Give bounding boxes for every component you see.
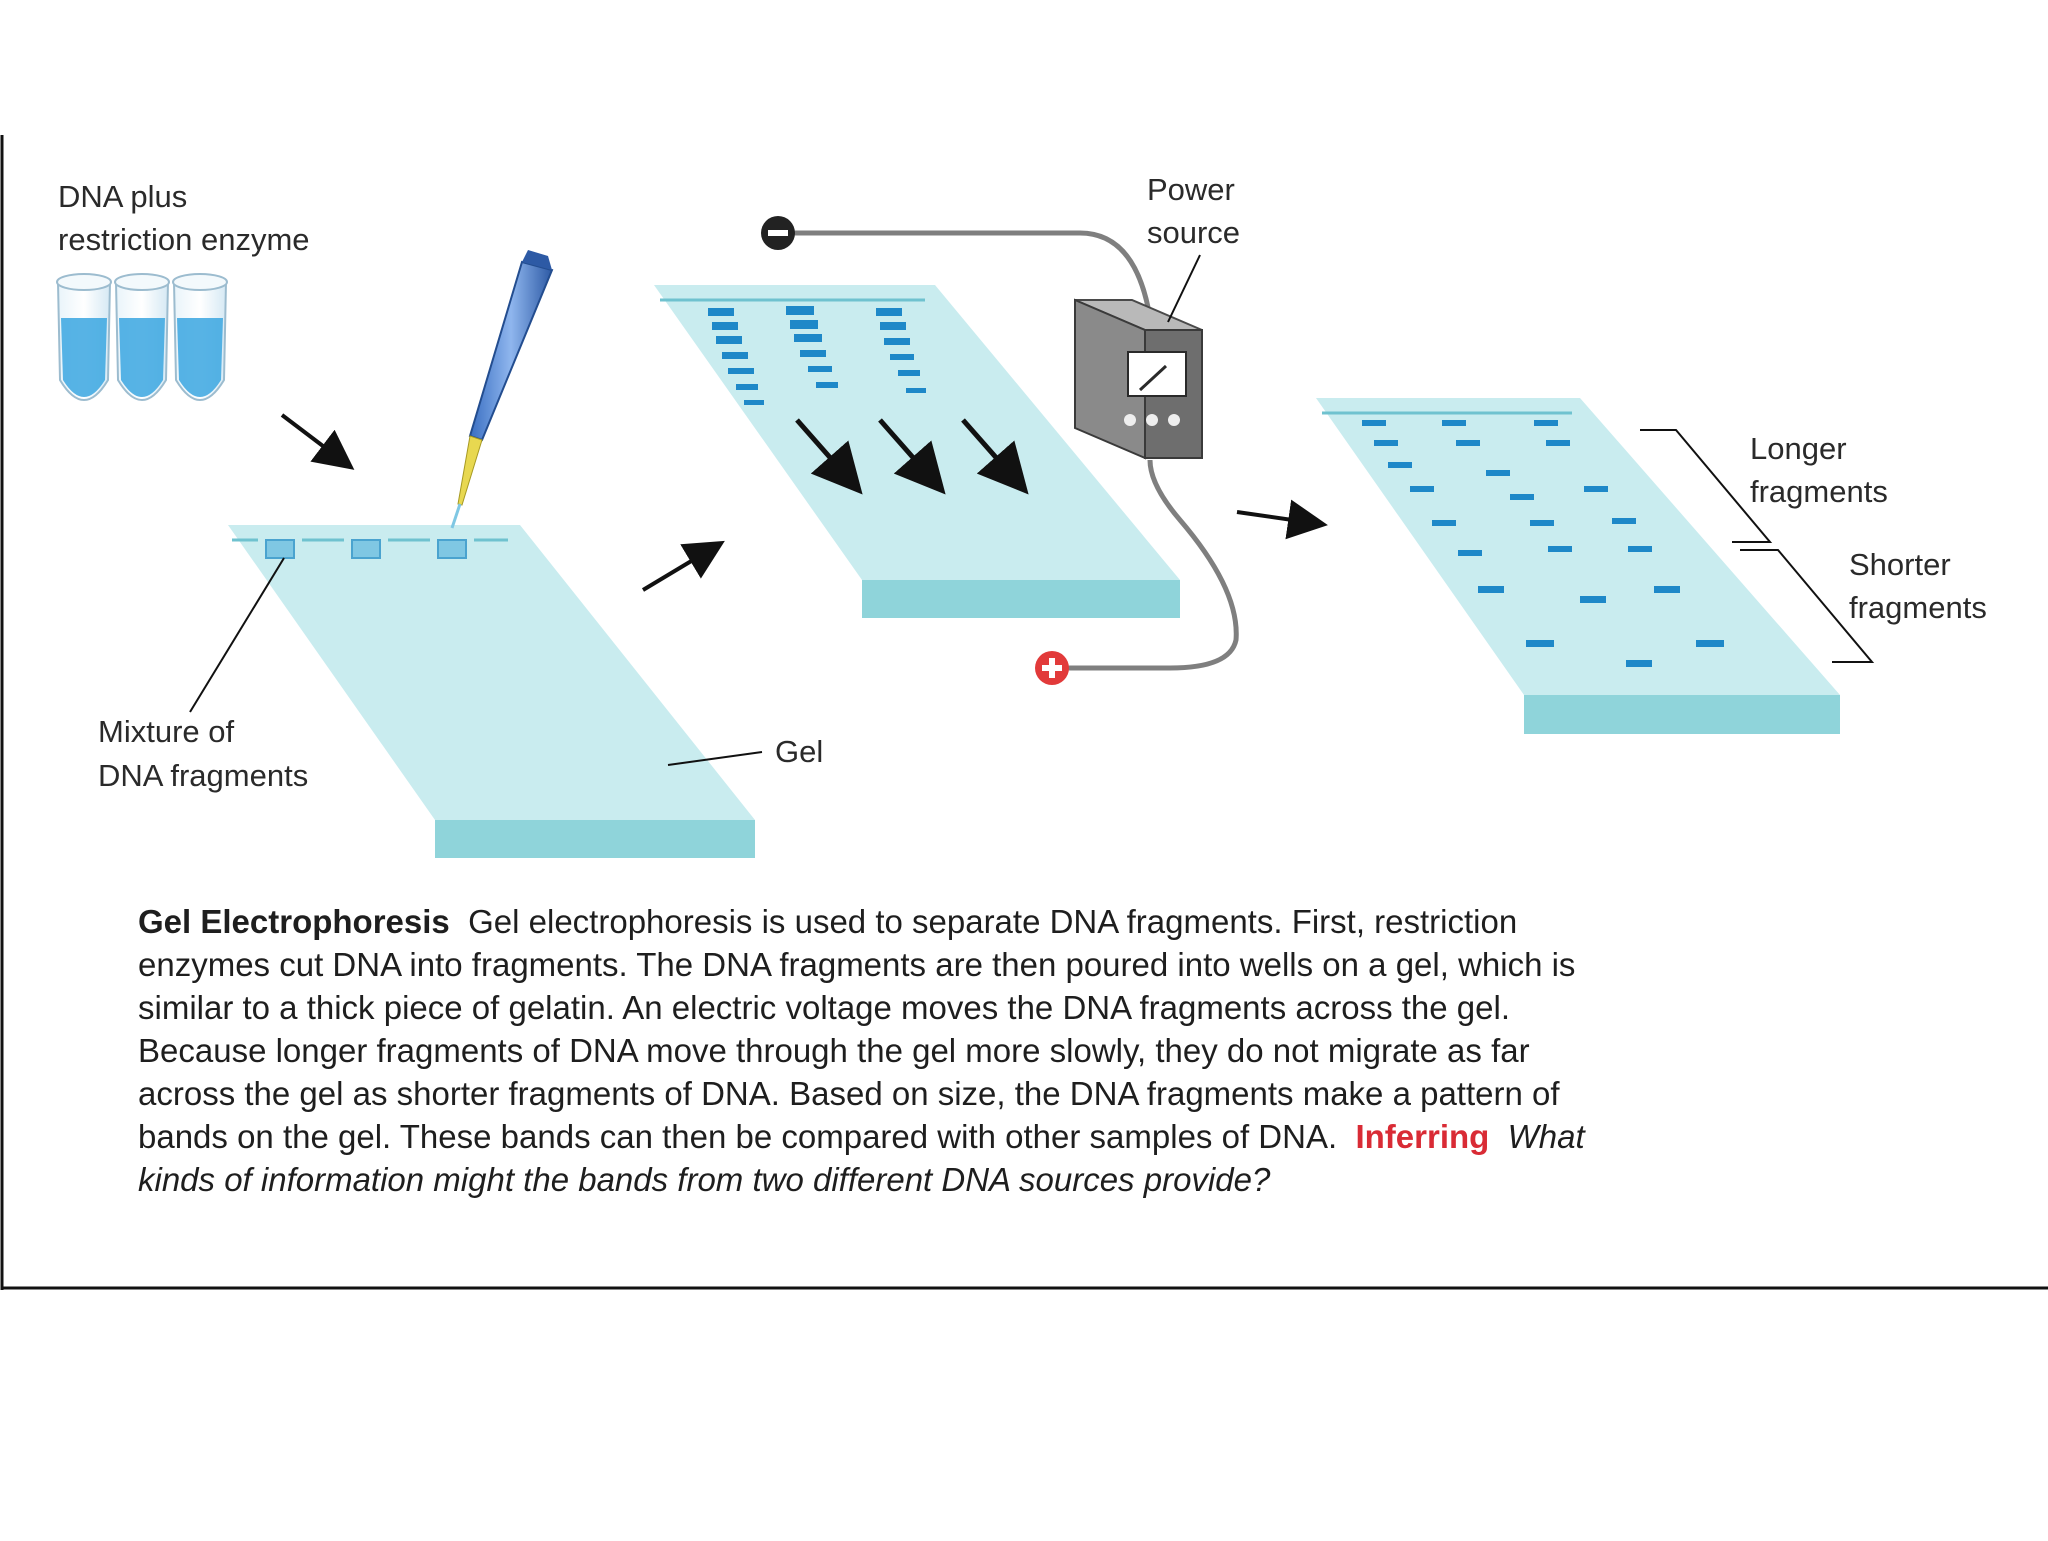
gel-well	[265, 539, 295, 559]
label-longer-line1: Longer	[1750, 431, 1847, 466]
label-mixture-line1: Mixture of	[98, 714, 234, 749]
negative-terminal	[761, 216, 795, 250]
positive-terminal	[1035, 651, 1069, 685]
test-tube	[172, 273, 228, 401]
bracket-shorter	[1740, 549, 1875, 663]
stage2-bands	[708, 306, 926, 405]
figure-caption: Gel Electrophoresis Gel electrophoresis …	[138, 900, 1598, 1201]
loading-gel	[228, 525, 755, 858]
caption-body: Gel electrophoresis is used to separate …	[138, 903, 1576, 1155]
label-dna-plus-line2: restriction enzyme	[58, 222, 310, 257]
gel-well	[351, 539, 381, 559]
wire-positive	[1052, 459, 1239, 671]
label-mixture-line2: DNA fragments	[98, 758, 308, 793]
test-tube	[56, 273, 112, 401]
leader-power	[1167, 254, 1201, 323]
running-gel	[654, 285, 1180, 618]
power-source-box	[1074, 298, 1203, 460]
caption-title: Gel Electrophoresis	[138, 903, 450, 940]
label-power-line1: Power	[1147, 172, 1235, 207]
caption-question: What kinds of information might the band…	[138, 1118, 1585, 1198]
leader-mixture	[189, 557, 285, 713]
label-shorter-line2: fragments	[1849, 590, 1987, 625]
wire-negative	[778, 230, 1153, 319]
test-tube	[114, 273, 170, 401]
label-shorter-line1: Shorter	[1849, 547, 1951, 582]
gel-well	[437, 539, 467, 559]
arrow-stage1-to-stage2	[641, 540, 725, 592]
result-bands	[1362, 420, 1724, 667]
bracket-longer	[1640, 429, 1773, 543]
caption-inferring: Inferring	[1355, 1118, 1490, 1155]
label-power-line2: source	[1147, 215, 1240, 250]
label-dna-plus-line1: DNA plus	[58, 179, 187, 214]
result-gel	[1316, 398, 1840, 734]
pipette	[450, 250, 554, 529]
label-longer-line2: fragments	[1750, 474, 1888, 509]
leader-gel	[667, 751, 763, 766]
test-tubes	[56, 273, 228, 401]
arrow-tubes-to-gel	[280, 413, 355, 470]
label-gel: Gel	[775, 734, 823, 769]
arrow-stage2-to-stage3	[1236, 499, 1328, 540]
